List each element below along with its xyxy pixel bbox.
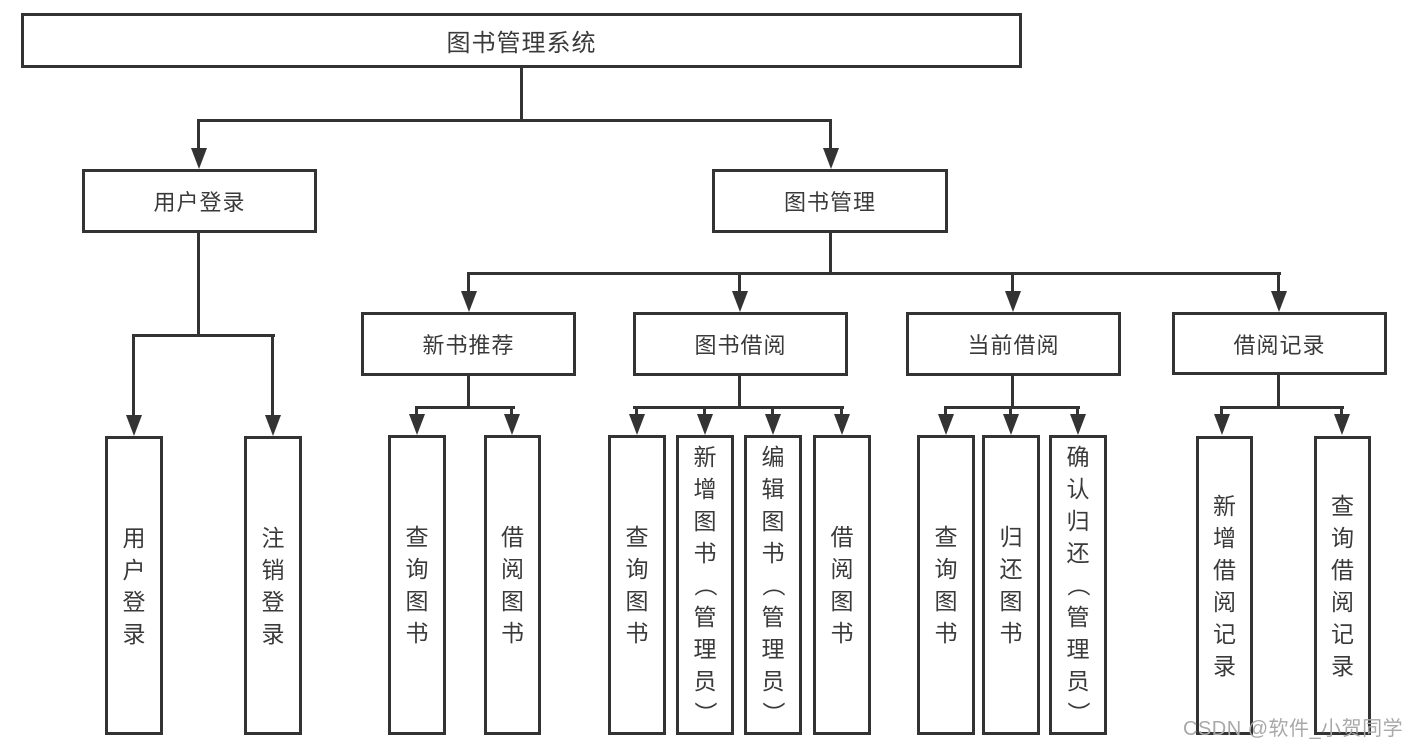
node-label: 新增借阅记录 (1213, 492, 1236, 679)
node-book-borrowing: 图书借阅 (633, 312, 848, 376)
connector-v (1009, 406, 1012, 416)
arrowhead-icon (265, 415, 281, 436)
connector-v (738, 272, 741, 293)
leaf-user-login: 用户登录 (105, 436, 163, 735)
node-label: 用户登录 (153, 190, 246, 215)
leaf-add-borrow-record: 新增借阅记录 (1196, 436, 1253, 735)
connector-v (703, 406, 706, 416)
connector-v (520, 68, 523, 121)
connector-v (635, 406, 638, 416)
connector-h (197, 119, 832, 122)
node-label: 查询借阅记录 (1331, 492, 1354, 679)
node-label: 图书管理 (783, 190, 876, 215)
node-label: 注销登录 (261, 524, 285, 647)
connector-h (415, 406, 515, 409)
connector-v (415, 406, 418, 416)
node-label: 当前借阅 (967, 333, 1060, 358)
arrowhead-icon (629, 414, 645, 435)
node-book-management: 图书管理 (712, 169, 948, 233)
connector-v (1277, 375, 1280, 408)
connector-v (132, 334, 135, 417)
arrowhead-icon (1334, 414, 1350, 435)
connector-v (829, 233, 832, 275)
connector-v (738, 376, 741, 408)
node-label: 图书借阅 (694, 333, 787, 358)
connector-v (271, 334, 274, 417)
arrowhead-icon (1003, 414, 1019, 435)
leaf-borrow-books-recommend: 借阅图书 (484, 435, 541, 735)
node-label: 确认归还（管理员） (1065, 444, 1091, 725)
connector-h (633, 406, 844, 409)
arrowhead-icon (1271, 291, 1287, 312)
arrowhead-icon (1070, 414, 1086, 435)
arrowhead-icon (823, 148, 839, 169)
node-label: 用户登录 (122, 524, 146, 647)
node-label: 借阅图书 (501, 524, 524, 646)
node-current-borrowing: 当前借阅 (906, 312, 1121, 376)
arrowhead-icon (765, 414, 781, 435)
node-new-book-recommend: 新书推荐 (361, 312, 576, 376)
connector-v (1076, 406, 1079, 416)
node-label: 查询图书 (405, 524, 429, 646)
node-label: 归还图书 (999, 524, 1023, 646)
leaf-confirm-return-admin: 确认归还（管理员） (1049, 435, 1107, 735)
arrowhead-icon (834, 414, 850, 435)
node-borrowing-records: 借阅记录 (1172, 312, 1387, 375)
arrowhead-icon (1214, 414, 1230, 435)
connector-v (1011, 272, 1014, 293)
node-library-system: 图书管理系统 (21, 13, 1022, 68)
arrowhead-icon (938, 414, 954, 435)
arrowhead-icon (126, 415, 142, 436)
node-label: 查询图书 (934, 524, 958, 646)
connector-h (132, 334, 275, 337)
leaf-add-book-admin: 新增图书（管理员） (676, 435, 734, 735)
leaf-query-books-borrowing: 查询图书 (608, 435, 666, 735)
connector-v (510, 406, 513, 416)
connector-v (1011, 376, 1014, 408)
node-label: 图书管理系统 (446, 30, 597, 57)
node-label: 借阅记录 (1233, 332, 1326, 358)
connector-h (467, 272, 1281, 275)
arrowhead-icon (697, 414, 713, 435)
connector-h (944, 406, 1080, 409)
connector-v (771, 406, 774, 416)
node-label: 新书推荐 (422, 333, 515, 358)
connector-v (197, 233, 200, 336)
connector-v (1220, 406, 1223, 416)
connector-v (1277, 272, 1280, 293)
connector-v (840, 406, 843, 416)
connector-v (944, 406, 947, 416)
arrowhead-icon (732, 291, 748, 312)
arrowhead-icon (191, 148, 207, 169)
connector-v (197, 119, 200, 151)
connector-h (1220, 406, 1344, 409)
connector-v (829, 119, 832, 151)
leaf-logout: 注销登录 (244, 436, 302, 735)
arrowhead-icon (461, 291, 477, 312)
watermark: CSDN @软件_小贺同学 (1183, 718, 1404, 740)
node-label: 借阅图书 (830, 524, 854, 646)
arrowhead-icon (504, 414, 520, 435)
connector-v (1340, 406, 1343, 416)
leaf-edit-book-admin: 编辑图书（管理员） (744, 435, 802, 735)
leaf-query-books-current: 查询图书 (917, 435, 975, 735)
node-label: 新增图书（管理员） (692, 444, 718, 725)
connector-v (467, 272, 470, 293)
connector-v (467, 376, 470, 408)
arrowhead-icon (1005, 291, 1021, 312)
leaf-borrow-books-borrowing: 借阅图书 (813, 435, 871, 735)
leaf-query-borrow-record: 查询借阅记录 (1314, 436, 1371, 735)
node-label: 编辑图书（管理员） (760, 444, 786, 725)
leaf-return-books: 归还图书 (982, 435, 1040, 735)
node-label: 查询图书 (625, 524, 649, 646)
arrowhead-icon (409, 414, 425, 435)
leaf-query-books-recommend: 查询图书 (388, 435, 446, 735)
node-user-login: 用户登录 (82, 169, 317, 233)
